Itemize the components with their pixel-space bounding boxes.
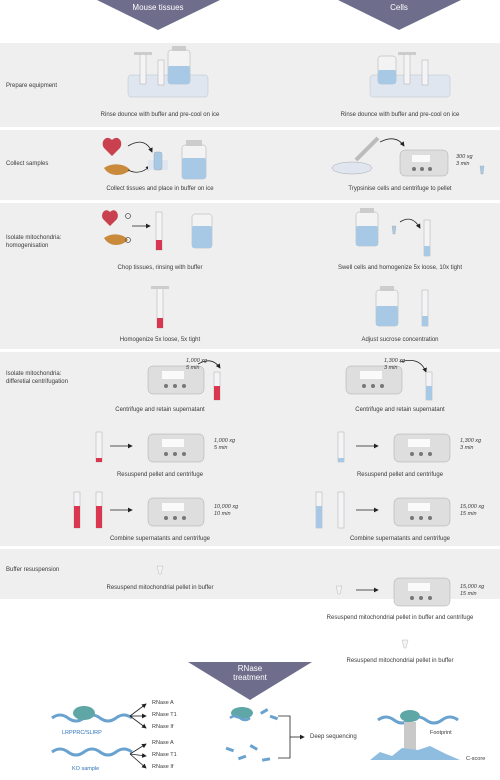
footprint-cscore-icon (370, 710, 460, 760)
step-prepare-equipment: Prepare equipment (6, 83, 58, 89)
centrifuge-cells-1 (345, 359, 433, 401)
caption-mouse-final: Resuspend mitochondrial pellet in buffer (106, 585, 214, 591)
caption-cells-swell: Swell cells and homogenize 5x loose, 10x… (337, 265, 463, 271)
step-collect-samples: Collect samples (6, 161, 49, 167)
step-isolate-homogenisation: Isolate mitochondria: homogenisation (6, 235, 62, 249)
caption-mouse-resuspend: Resuspend pellet and centrifuge (116, 472, 204, 478)
label-lrpprc-slirp: LRPPRC/SLIRP (62, 730, 102, 736)
param-cells-collect-t: 3 min (456, 161, 470, 167)
header-mouse-triangle (97, 0, 220, 30)
protected-fragments-icon (229, 707, 279, 722)
buffer-bottle-icon (181, 140, 207, 180)
param-mouse-c1-t: 5 min (186, 365, 200, 371)
caption-cells-final-1: Resuspend mitochondrial pellet in buffer… (326, 615, 474, 621)
header-mouse-tissues: Mouse tissues (132, 3, 184, 12)
centrifuge-cells-4 (335, 577, 451, 607)
param-cells-c2-t: 3 min (460, 445, 474, 451)
centrifuge-mouse-1 (147, 365, 205, 395)
cells-ice-tray-icon (369, 52, 451, 98)
centrifuge-cells-2 (337, 431, 451, 463)
petri-pipette-icon (331, 136, 380, 175)
homogenizer-mouse-icon (151, 286, 169, 329)
caption-cells-combine: Combine supernatants and centrifuge (349, 536, 451, 542)
heart-liver-icon (102, 137, 130, 175)
header-rnase-treatment: RNase treatment (233, 664, 267, 682)
label-c-score: C-score (466, 756, 486, 762)
param-mouse-c1-g: 1,000 xg (186, 358, 208, 364)
caption-cells-centrifuge-1: Centrifuge and retain supernatant (355, 407, 445, 413)
dounce-tube-icon (155, 211, 163, 251)
caption-cells-resuspend: Resuspend pellet and centrifuge (356, 472, 444, 478)
scissors-tissue-icon (102, 210, 131, 245)
param-cells-c3-g: 15,000 xg (460, 504, 485, 510)
label-deep-sequencing: Deep sequencing (310, 734, 357, 740)
label-ko-sample: KO sample (72, 766, 100, 772)
centrifuge-mouse-2 (95, 431, 205, 463)
rna-strand-ko-icon (51, 747, 133, 757)
param-mouse-c2-t: 5 min (214, 445, 228, 451)
param-cells-c3-t: 15 min (460, 511, 477, 517)
caption-cells-rinse: Rinse dounce with buffer and pre-cool on… (340, 112, 460, 118)
caption-mouse-chop: Chop tissues, rinsing with buffer (117, 265, 203, 271)
param-mouse-c3-g: 10,000 xg (214, 504, 239, 510)
tube-on-ice-icon (148, 151, 168, 171)
tube-icon-cells-final (401, 639, 409, 649)
buffer-bottle-icon-2 (191, 213, 213, 249)
caption-cells-sucrose: Adjust sucrose concentration (361, 337, 439, 343)
sucrose-bottle-icon (375, 286, 429, 327)
caption-cells-final-2: Resuspend mitochondrial pellet in buffer (346, 658, 454, 664)
caption-cells-collect: Trypsinise cells and centrifuge to pelle… (348, 186, 452, 192)
param-cells-c4-g: 15,000 xg (460, 584, 485, 590)
enzyme-wt-t1: RNase T1 (152, 712, 177, 718)
caption-mouse-rinse: Rinse dounce with buffer and pre-cool on… (100, 112, 220, 118)
enzyme-wt-a: RNase A (152, 700, 174, 706)
rna-strand-wt-icon (51, 706, 133, 723)
param-cells-c2-g: 1,300 xg (460, 438, 482, 444)
caption-mouse-collect: Collect tissues and place in buffer on i… (106, 186, 214, 192)
centrifuge-mouse-3 (73, 491, 205, 529)
homogenizer-cells-icon (423, 219, 431, 257)
label-footprint: Footprint (430, 730, 452, 736)
param-cells-c1-g: 1,300 xg (384, 358, 406, 364)
header-cells-triangle (338, 0, 461, 30)
caption-mouse-homogenize: Homogenize 5x loose, 5x tight (119, 337, 201, 343)
caption-mouse-combine: Combine supernatants and centrifuge (109, 536, 211, 542)
centrifuge-cells-3 (315, 491, 451, 529)
param-mouse-c2-g: 1,000 xg (214, 438, 236, 444)
tube-icon-mouse-final (156, 565, 164, 575)
mouse-ice-tray-icon (127, 46, 209, 98)
enzyme-wt-if: RNase If (152, 724, 174, 730)
enzyme-ko-t1: RNase T1 (152, 752, 177, 758)
arrow-collect-1 (127, 141, 153, 153)
param-mouse-c3-t: 10 min (214, 511, 231, 517)
header-cells: Cells (390, 3, 408, 12)
header-rnase-triangle (188, 662, 312, 700)
arrow-collect-2 (127, 165, 151, 173)
param-cells-c4-t: 15 min (460, 591, 477, 597)
degraded-fragments-icon (225, 744, 271, 762)
step-buffer-resuspension: Buffer resuspension (6, 567, 60, 573)
enzyme-ko-a: RNase A (152, 740, 174, 746)
centrifuge-icon (399, 149, 449, 177)
enzyme-ko-if: RNase If (152, 764, 174, 770)
step-isolate-centrifugation: Isolate mitochondria: differetial centri… (6, 371, 68, 385)
param-cells-c1-t: 3 min (384, 365, 398, 371)
caption-mouse-centrifuge-1: Centrifuge and retain supernatant (115, 407, 205, 413)
swell-bottle-icon (355, 208, 379, 247)
param-cells-collect-g: 300 xg (456, 154, 473, 160)
